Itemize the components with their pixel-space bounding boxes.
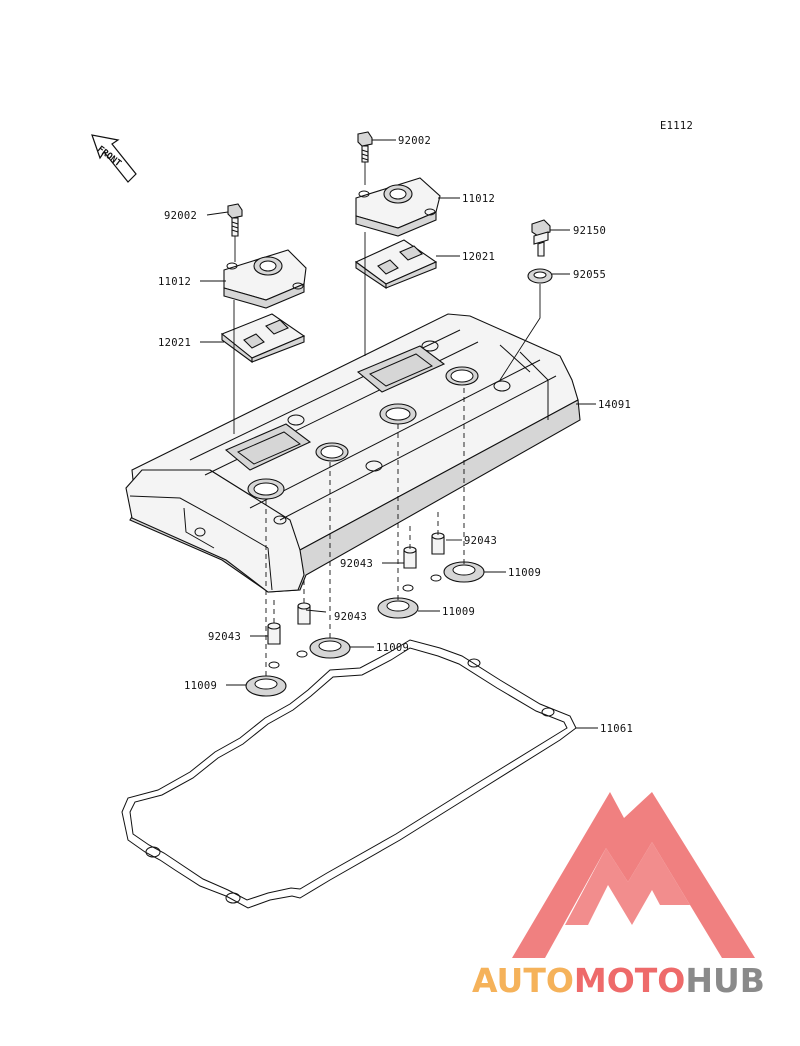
washer-92055	[527, 268, 553, 284]
label-11061: 11061	[600, 723, 633, 735]
label-11009-c: 11009	[376, 642, 409, 654]
breather-plate-left	[220, 313, 306, 364]
dowel-pin-4	[431, 532, 445, 555]
label-92043-d: 92043	[208, 631, 241, 643]
watermark-brand-moto: MOTO	[574, 961, 685, 1000]
diagram-code: E1112	[660, 120, 693, 132]
head-cover-gasket	[121, 639, 577, 909]
label-92002-right: 92002	[398, 135, 431, 147]
dowel-pin-2	[297, 602, 311, 625]
automotohub-logo-icon	[512, 792, 755, 958]
label-11012-left: 11012	[158, 276, 191, 288]
label-92150: 92150	[573, 225, 606, 237]
plug-seal-3	[377, 584, 419, 619]
bolt-right	[357, 131, 373, 163]
label-11009-a: 11009	[508, 567, 541, 579]
bolt-left	[227, 203, 243, 237]
plug-seal-1	[245, 661, 287, 697]
plug-seal-2	[296, 637, 351, 659]
label-92055: 92055	[573, 269, 606, 281]
label-14091: 14091	[598, 399, 631, 411]
watermark-brand-auto: AUTO	[472, 961, 574, 1000]
automotohub-watermark: AUTOMOTOHUB	[472, 792, 765, 1000]
label-92002-left: 92002	[164, 210, 197, 222]
label-12021-left: 12021	[158, 337, 191, 349]
label-92043-c: 92043	[334, 611, 367, 623]
breather-cap-left	[223, 249, 307, 309]
label-11012-right: 11012	[462, 193, 495, 205]
label-92043-b: 92043	[340, 558, 373, 570]
cylinder-head-cover	[125, 313, 581, 593]
front-arrow-icon: FRONT	[91, 134, 137, 183]
breather-plate-right	[354, 239, 438, 290]
label-12021-right: 12021	[462, 251, 495, 263]
label-11009-d: 11009	[184, 680, 217, 692]
label-11009-b: 11009	[442, 606, 475, 618]
plug-seal-4	[430, 561, 485, 583]
watermark-brand-hub: HUB	[685, 961, 765, 1000]
callout-labels: 92002 11012 12021 92002 11012 12021 9215…	[158, 135, 633, 735]
breather-cap-right	[355, 177, 441, 237]
dowel-pin-3	[403, 546, 417, 569]
dowel-pin-1	[267, 622, 281, 645]
leader-lines	[200, 139, 598, 729]
bolt-92150	[531, 219, 551, 257]
label-92043-a: 92043	[464, 535, 497, 547]
svg-text:AUTOMOTOHUB: AUTOMOTOHUB	[472, 961, 765, 1000]
alignment-lines	[233, 162, 541, 680]
